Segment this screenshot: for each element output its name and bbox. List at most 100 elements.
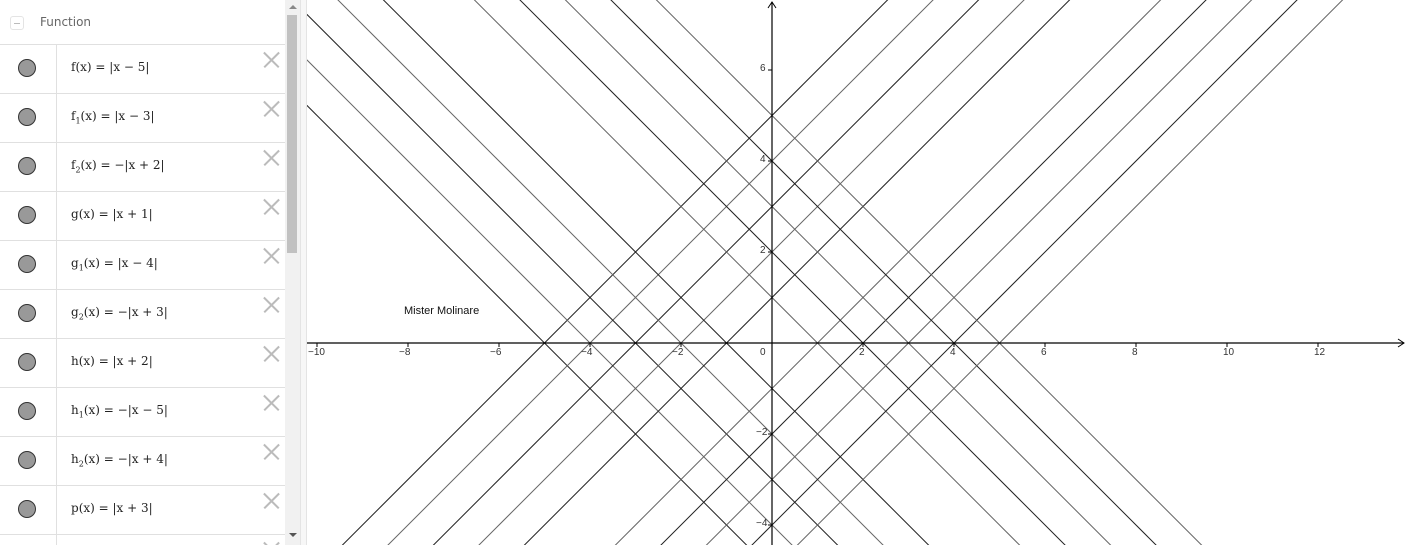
function-name: g [71,305,79,319]
function-list: f(x) = |x − 5| f1(x) = |x − 3| f2(x) = −|x… [0,45,285,545]
function-row[interactable]: h2(x) = −|x + 4| [0,437,285,486]
visibility-cell [0,486,57,534]
visibility-toggle-icon[interactable] [18,304,36,322]
visibility-cell [0,388,57,436]
function-graph-line[interactable] [307,0,1406,545]
function-expression: = |x + 1| [94,207,153,221]
function-graph-line[interactable] [307,0,1406,545]
function-arg: (x) [83,305,100,319]
function-graph-line[interactable] [307,0,1406,545]
delete-icon[interactable] [262,296,280,314]
function-arg: (x) [75,60,92,74]
function-graph-line[interactable] [307,0,1406,545]
function-graph-line[interactable] [307,0,1406,545]
function-definition[interactable]: h2(x) = −|x + 4| [71,452,168,468]
function-graph-line[interactable] [307,0,1406,545]
function-row[interactable] [0,535,285,545]
function-definition[interactable]: h1(x) = −|x − 5| [71,403,168,419]
view-divider[interactable] [300,0,307,545]
y-tick-label: 2 [760,245,766,256]
algebra-scrollbar[interactable] [285,0,300,545]
function-name: g [71,207,79,221]
delete-icon[interactable] [262,51,280,69]
function-graph-line[interactable] [307,0,1406,545]
function-graph-line[interactable] [307,0,1406,545]
function-arg: (x) [80,158,97,172]
function-definition[interactable]: p(x) = |x + 3| [71,501,153,517]
x-tick-label: 8 [1132,347,1138,358]
y-tick-label: 4 [760,154,766,165]
function-name: h [71,354,79,368]
visibility-toggle-icon[interactable] [18,206,36,224]
function-expression: = −|x − 5| [99,403,168,417]
visibility-toggle-icon[interactable] [18,157,36,175]
function-graph-line[interactable] [307,0,1406,545]
group-label: Function [40,15,92,29]
function-graph-line[interactable] [307,0,1406,545]
function-graph-line[interactable] [307,0,1406,545]
delete-icon[interactable] [262,492,280,510]
function-row[interactable]: g(x) = |x + 1| [0,192,285,241]
y-tick-label: 6 [760,63,766,74]
function-graph-line[interactable] [307,0,1406,545]
delete-icon[interactable] [262,149,280,167]
delete-icon[interactable] [262,394,280,412]
visibility-toggle-icon[interactable] [18,255,36,273]
function-definition[interactable]: g1(x) = |x − 4| [71,256,158,272]
scroll-down-arrow-icon[interactable] [289,533,297,537]
function-definition[interactable]: f1(x) = |x − 3| [71,109,155,125]
function-name: f [71,158,76,172]
delete-icon[interactable] [262,541,280,545]
function-row[interactable]: h(x) = |x + 2| [0,339,285,388]
scroll-up-arrow-icon[interactable] [289,5,297,9]
function-graph-line[interactable] [307,0,1406,545]
function-definition[interactable]: f(x) = |x − 5| [71,60,149,76]
delete-icon[interactable] [262,198,280,216]
function-arg: (x) [83,452,100,466]
graph-canvas[interactable] [307,0,1406,545]
function-subscript: 1 [75,116,81,126]
function-expression: = |x + 2| [94,354,153,368]
function-definition[interactable]: h(x) = |x + 2| [71,354,153,370]
delete-icon[interactable] [262,100,280,118]
function-arg: (x) [78,354,95,368]
visibility-toggle-icon[interactable] [18,500,36,518]
delete-icon[interactable] [262,443,280,461]
function-graph-line[interactable] [307,0,1406,545]
function-graph-line[interactable] [307,0,1406,545]
function-graph-line[interactable] [307,0,1406,545]
visibility-toggle-icon[interactable] [18,59,36,77]
delete-icon[interactable] [262,345,280,363]
visibility-toggle-icon[interactable] [18,353,36,371]
function-definition[interactable]: g2(x) = −|x + 3| [71,305,168,321]
function-name: p [71,501,79,515]
y-tick-label: −4 [756,518,768,529]
function-graph-line[interactable] [307,0,1406,545]
function-row[interactable]: f(x) = |x − 5| [0,45,285,94]
function-graph-line[interactable] [307,0,1406,545]
annotation-text: Mister Molinare [404,305,480,317]
visibility-toggle-icon[interactable] [18,451,36,469]
function-row[interactable]: g2(x) = −|x + 3| [0,290,285,339]
function-row[interactable]: p(x) = |x + 3| [0,486,285,535]
delete-icon[interactable] [262,247,280,265]
function-definition[interactable]: g(x) = |x + 1| [71,207,153,223]
x-tick-label: −10 [308,347,325,358]
function-name: h [71,452,79,466]
scroll-thumb[interactable] [287,15,297,253]
algebra-view: Function f(x) = |x − 5| f1(x) = |x − 3| f2… [0,0,285,545]
function-definition[interactable]: f2(x) = −|x + 2| [71,158,165,174]
function-row[interactable]: h1(x) = −|x − 5| [0,388,285,437]
function-row[interactable]: g1(x) = |x − 4| [0,241,285,290]
function-row[interactable]: f1(x) = |x − 3| [0,94,285,143]
visibility-toggle-icon[interactable] [18,402,36,420]
collapse-group-button[interactable] [10,16,24,30]
function-graph-line[interactable] [307,0,1406,545]
visibility-cell [0,339,57,387]
function-row[interactable]: f2(x) = −|x + 2| [0,143,285,192]
x-tick-label: 12 [1314,347,1326,358]
function-name: g [71,256,79,270]
visibility-toggle-icon[interactable] [18,108,36,126]
function-graph-line[interactable] [307,0,1406,545]
